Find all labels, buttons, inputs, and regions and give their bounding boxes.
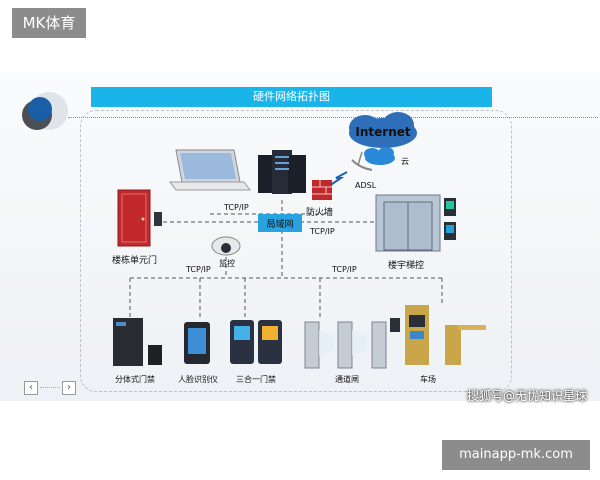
tcpip-label-bottom: TCP/IP [331, 265, 357, 274]
lan-label: 局域网 [266, 218, 293, 230]
nav-dots [40, 387, 60, 388]
prev-slide-button[interactable]: ‹ [24, 381, 38, 395]
site-tag: mainapp-mk.com [442, 440, 590, 470]
three-in-one-icon [230, 320, 282, 364]
split-access-icon [113, 318, 162, 366]
laptop-icon [169, 149, 251, 191]
split-access-label: 分体式门禁 [115, 374, 155, 384]
diagram-frame [80, 110, 512, 392]
camera-icon [211, 236, 241, 256]
gate-channel-icon [304, 318, 400, 369]
camera-label: 监控 [219, 258, 235, 268]
face-recognition-label: 人脸识别仪 [178, 374, 218, 384]
cloud-icon: 云 [364, 147, 409, 166]
tcpip-label-right: TCP/IP [309, 227, 335, 236]
firewall-label: 防火墙 [306, 206, 333, 218]
three-in-one-label: 三合一门禁 [236, 374, 276, 384]
satellite-dish-icon [351, 151, 373, 171]
lan-box [258, 214, 302, 232]
internet-cloud: Internet [349, 112, 417, 148]
tcpip-label-left: TCP/IP [185, 265, 211, 274]
next-slide-button[interactable]: › [62, 381, 76, 395]
unit-door-icon [117, 189, 162, 247]
parking-barrier-icon [405, 305, 486, 365]
watermark: 搜狐号@无忧知识星球 [467, 389, 588, 403]
gate-channel-label: 通道闸 [335, 374, 359, 384]
diagram-title: 硬件网络拓扑图 [91, 87, 492, 107]
unit-door-label: 楼栋单元门 [112, 254, 157, 266]
parking-label: 车场 [420, 374, 436, 384]
server-icon [258, 150, 306, 194]
brand-tag: MK体育 [12, 8, 86, 38]
decor-circle-blue [28, 97, 52, 121]
cloud-label: 云 [401, 157, 409, 166]
face-recognition-icon [184, 322, 210, 364]
firewall-icon [312, 180, 332, 200]
slide-area [0, 71, 600, 401]
tcpip-label-top: TCP/IP [223, 203, 249, 212]
internet-label: Internet [355, 125, 410, 139]
title-divider [68, 117, 598, 118]
elevator-label: 楼宇梯控 [388, 259, 424, 271]
connection-lines [129, 195, 443, 320]
elevator-icon [375, 194, 456, 252]
lightning-icon [328, 171, 348, 187]
adsl-label: ADSL [355, 181, 377, 190]
